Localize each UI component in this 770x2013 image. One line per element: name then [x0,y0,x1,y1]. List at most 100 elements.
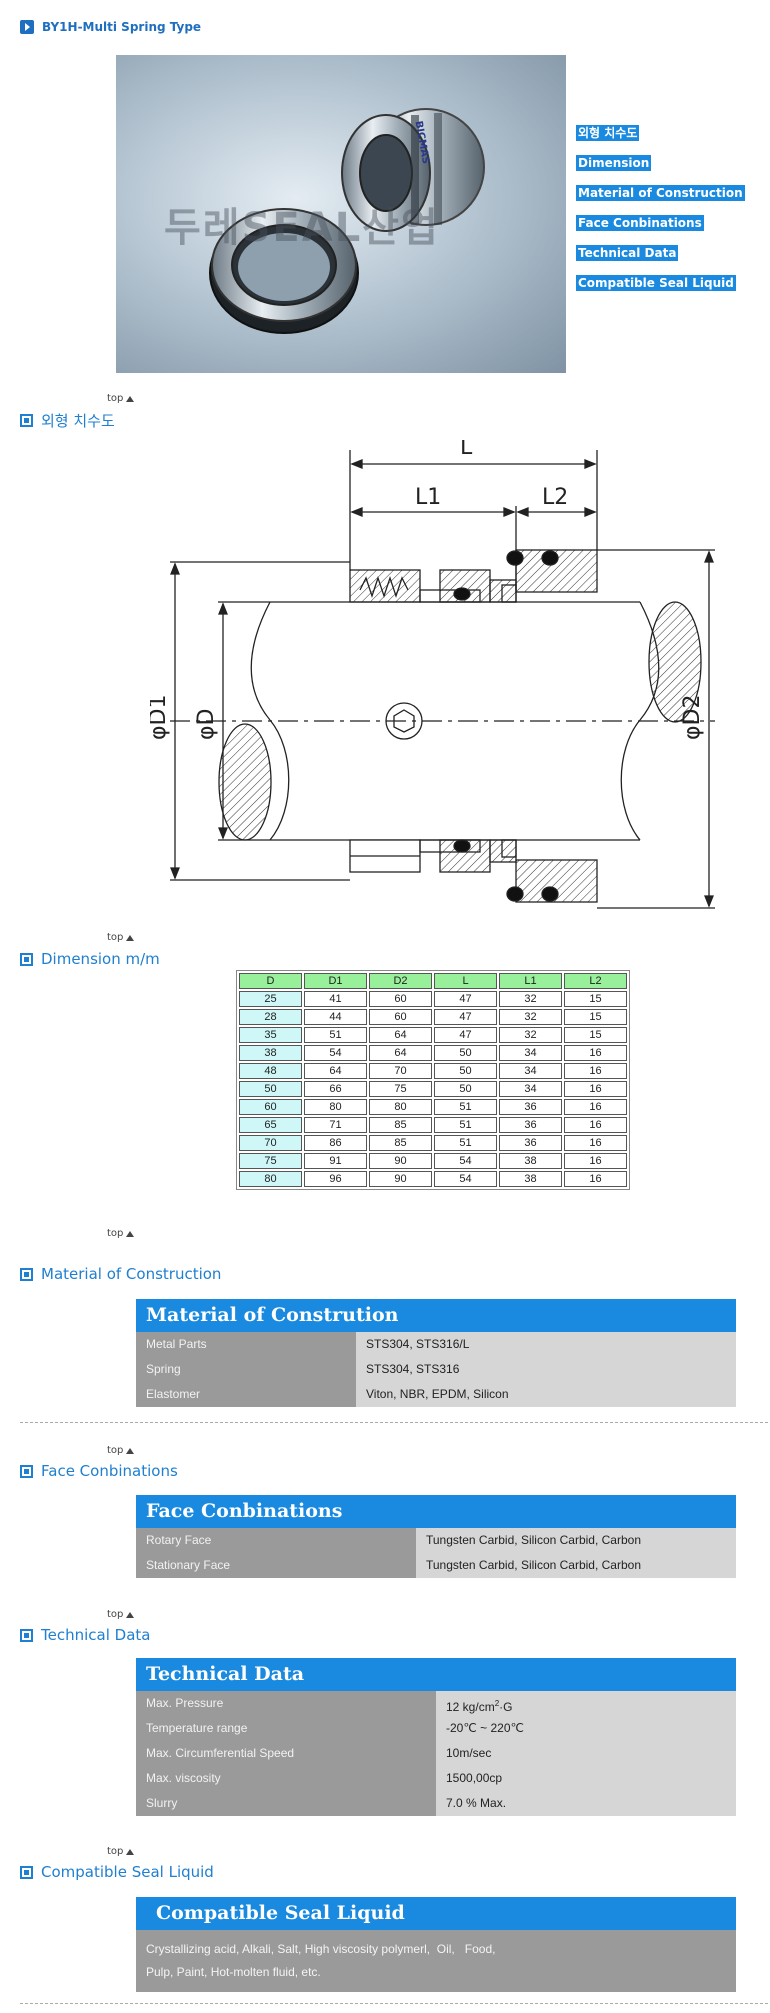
nav-link-outline[interactable]: 외형 치수도 [576,125,640,141]
label-D2: φD2 [680,695,705,740]
table-cell: 16 [564,1153,627,1169]
table-cell: 51 [434,1099,497,1115]
product-photo: 두레SEAL산업 BICMAS [116,55,566,373]
table-cell: 38 [499,1153,562,1169]
table-cell: 66 [304,1081,367,1097]
top-link[interactable]: top [107,393,135,404]
liquid-box: Compatible Seal Liquid Crystallizing aci… [136,1897,736,1992]
divider [20,2003,768,2004]
nav-link-face[interactable]: Face Conbinations [576,215,704,231]
label-D: φD [194,709,219,740]
top-link[interactable]: top [107,932,135,943]
table-cell: 80 [304,1099,367,1115]
table-cell: 85 [369,1117,432,1133]
liquid-line: Crystallizing acid, Alkali, Salt, High v… [146,1942,496,1956]
label-L2: L2 [542,485,568,510]
top-link-label: top [107,1609,124,1620]
table-cell: 60 [369,1009,432,1025]
table-cell: 65 [239,1117,302,1133]
spec-key: Stationary Face [136,1553,416,1578]
top-link-label: top [107,1445,124,1456]
top-link[interactable]: top [107,1228,135,1239]
top-link[interactable]: top [107,1846,135,1857]
table-cell: 15 [564,1009,627,1025]
table-cell: 70 [239,1135,302,1151]
table-cell: 91 [304,1153,367,1169]
pressure-value: 12 kg/cm [446,1700,495,1714]
nav-link-liquid[interactable]: Compatible Seal Liquid [576,275,736,291]
spec-value: Viton, NBR, EPDM, Silicon [356,1382,736,1407]
table-cell: 54 [434,1171,497,1187]
table-cell: 50 [239,1081,302,1097]
watermark-logo: 두레SEAL산업 [164,205,440,251]
arrow-up-icon [126,1848,135,1855]
top-link-label: top [107,393,124,404]
table-cell: 16 [564,1171,627,1187]
seal-render [209,108,485,334]
table-cell: 47 [434,1027,497,1043]
section-header-material: Material of Construction [20,1265,221,1283]
table-cell: 16 [564,1099,627,1115]
table-cell: 34 [499,1081,562,1097]
page-title-text: BY1H-Multi Spring Type [42,20,202,34]
face-banner: Face Conbinations [136,1495,736,1528]
spec-key: Elastomer [136,1382,356,1407]
square-bullet-icon [20,1628,33,1642]
quick-nav: 외형 치수도 Dimension Material of Constructio… [576,125,745,291]
dimension-drawing: L L1 L2 φD1 φD φD2 [146,435,740,914]
table-cell: 38 [499,1171,562,1187]
spec-key: Metal Parts [136,1332,356,1357]
square-bullet-icon [20,1464,33,1478]
table-cell: 70 [369,1063,432,1079]
spec-value: Tungsten Carbid, Silicon Carbid, Carbon [416,1528,736,1553]
nav-link-material[interactable]: Material of Construction [576,185,745,201]
table-cell: 15 [564,991,627,1007]
top-link[interactable]: top [107,1609,135,1620]
spec-value: 1500,00cp [436,1766,736,1791]
table-cell: 75 [239,1153,302,1169]
table-cell: 36 [499,1117,562,1133]
liquid-text: Crystallizing acid, Alkali, Salt, High v… [136,1930,736,1992]
table-cell: 34 [499,1045,562,1061]
table-cell: 64 [369,1027,432,1043]
top-link[interactable]: top [107,1445,135,1456]
spec-key: Max. Circumferential Speed [136,1741,436,1766]
table-cell: 80 [239,1171,302,1187]
square-bullet-icon [20,1865,33,1879]
table-cell: 47 [434,1009,497,1025]
nav-link-technical[interactable]: Technical Data [576,245,679,261]
column-header: D [239,973,302,989]
table-cell: 50 [434,1081,497,1097]
section-title: Dimension m/m [41,950,160,968]
table-cell: 48 [239,1063,302,1079]
square-bullet-icon [20,1267,33,1281]
section-header-technical: Technical Data [20,1626,150,1644]
top-link-label: top [107,1228,124,1239]
square-bullet-icon [20,952,33,966]
spec-value: -20℃ ~ 220℃ [436,1716,736,1741]
column-header: L1 [499,973,562,989]
spec-value: 10m/sec [436,1741,736,1766]
nav-link-dimension[interactable]: Dimension [576,155,652,171]
column-header: D2 [369,973,432,989]
section-header-liquid: Compatible Seal Liquid [20,1863,214,1881]
table-cell: 32 [499,991,562,1007]
top-link-label: top [107,1846,124,1857]
